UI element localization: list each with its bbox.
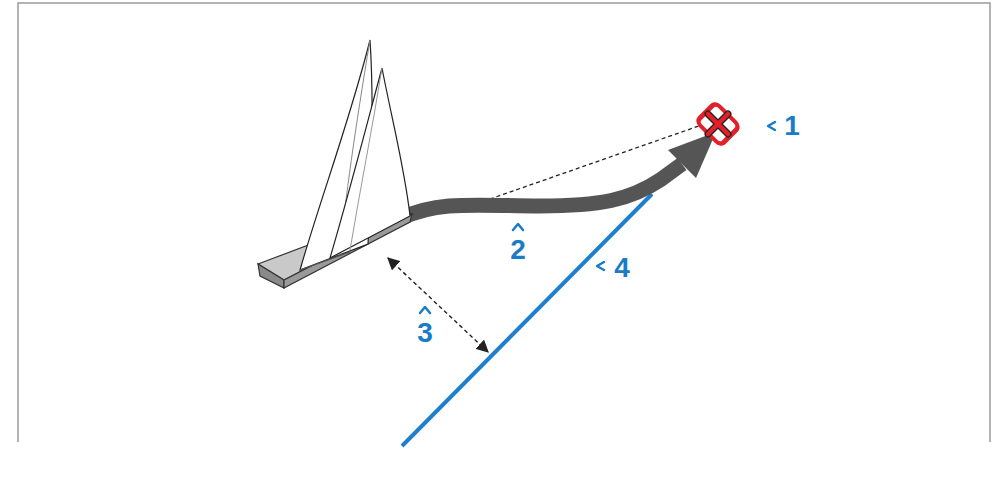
waypoint-symbol [696, 102, 739, 145]
callout-number: 1 [784, 112, 800, 140]
track-arrowhead [668, 132, 716, 178]
frame [18, 3, 990, 442]
sailboat [258, 40, 412, 288]
callout-number: 4 [614, 254, 630, 282]
callout-carets [420, 122, 775, 313]
cross-track-dimension [388, 258, 488, 352]
blue-line [402, 194, 652, 446]
track-path [402, 164, 682, 218]
callout-number: 2 [510, 236, 526, 264]
callout-number: 3 [417, 319, 433, 347]
